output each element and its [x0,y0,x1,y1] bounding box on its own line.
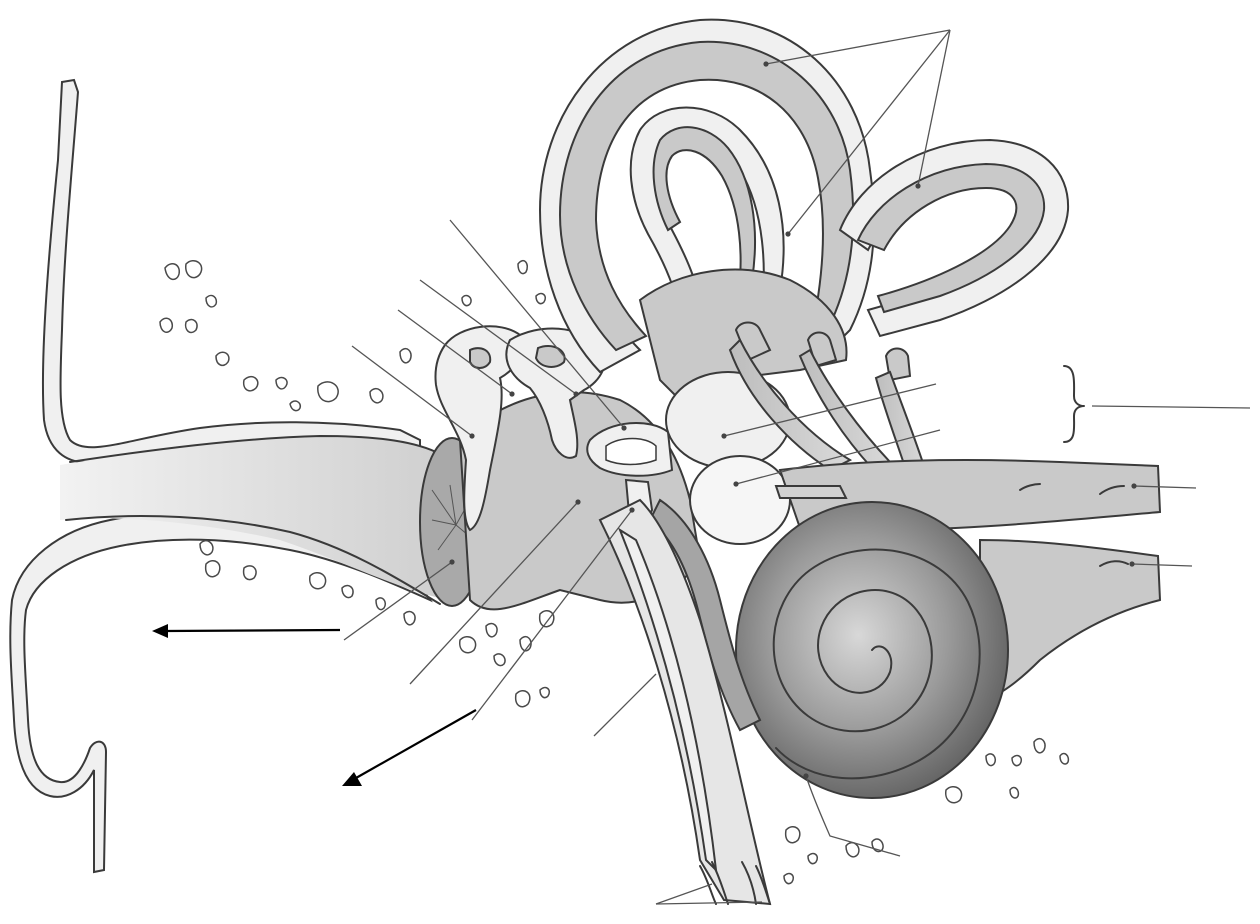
arrow-left-head [152,624,168,638]
leader-round-window [594,674,656,736]
arrow-down-left [356,710,476,778]
nerve-group-brace [1064,366,1084,442]
cochlea [736,502,1008,798]
leader-eustachian-tube-2 [656,902,762,904]
leader-vestibular-nerve-group [1092,406,1250,408]
arrow-left [166,630,340,631]
arrow-down-left-head [342,772,362,786]
direction-arrows [152,624,476,786]
leader-eustachian-tube-1 [656,884,712,904]
saccule [690,456,790,544]
semicircular-canals [540,20,1068,400]
